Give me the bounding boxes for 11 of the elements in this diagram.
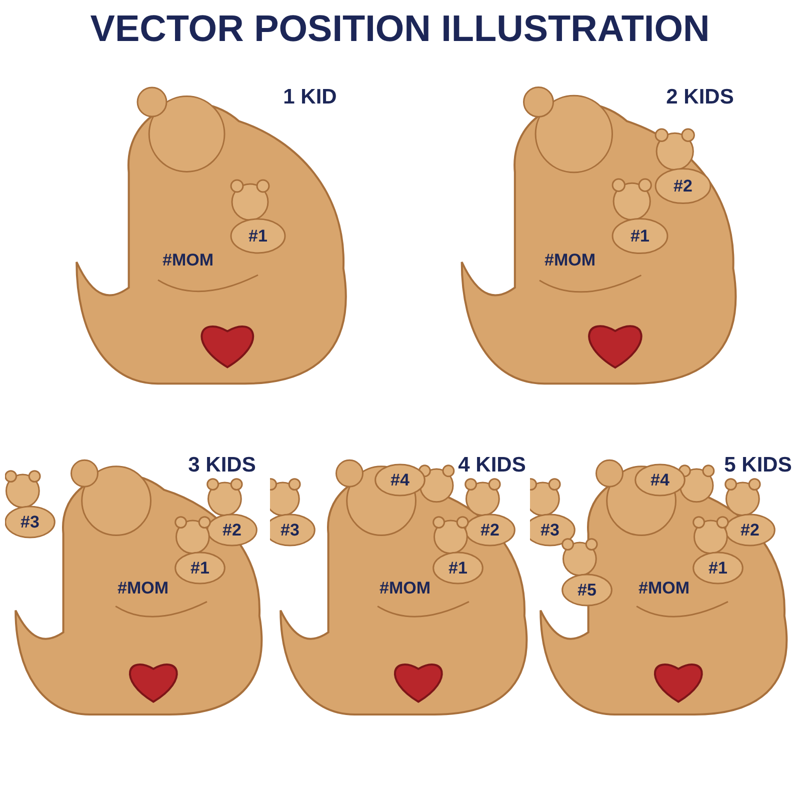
- panel-heading: 5 KIDS: [724, 452, 792, 478]
- panel-heading: 1 KID: [283, 84, 337, 110]
- piece-label: #MOM: [118, 575, 168, 601]
- piece-label: #MOM: [638, 575, 690, 601]
- title: VECTOR POSITION ILLUSTRATION: [89, 7, 711, 51]
- panel-heading: 2 KIDS: [666, 84, 734, 110]
- panel-heading: 3 KIDS: [188, 452, 256, 478]
- panel-heading: 4 KIDS: [458, 452, 526, 478]
- piece-label: #MOM: [544, 247, 596, 273]
- piece-label: #MOM: [162, 247, 214, 273]
- piece-label: #MOM: [380, 575, 430, 601]
